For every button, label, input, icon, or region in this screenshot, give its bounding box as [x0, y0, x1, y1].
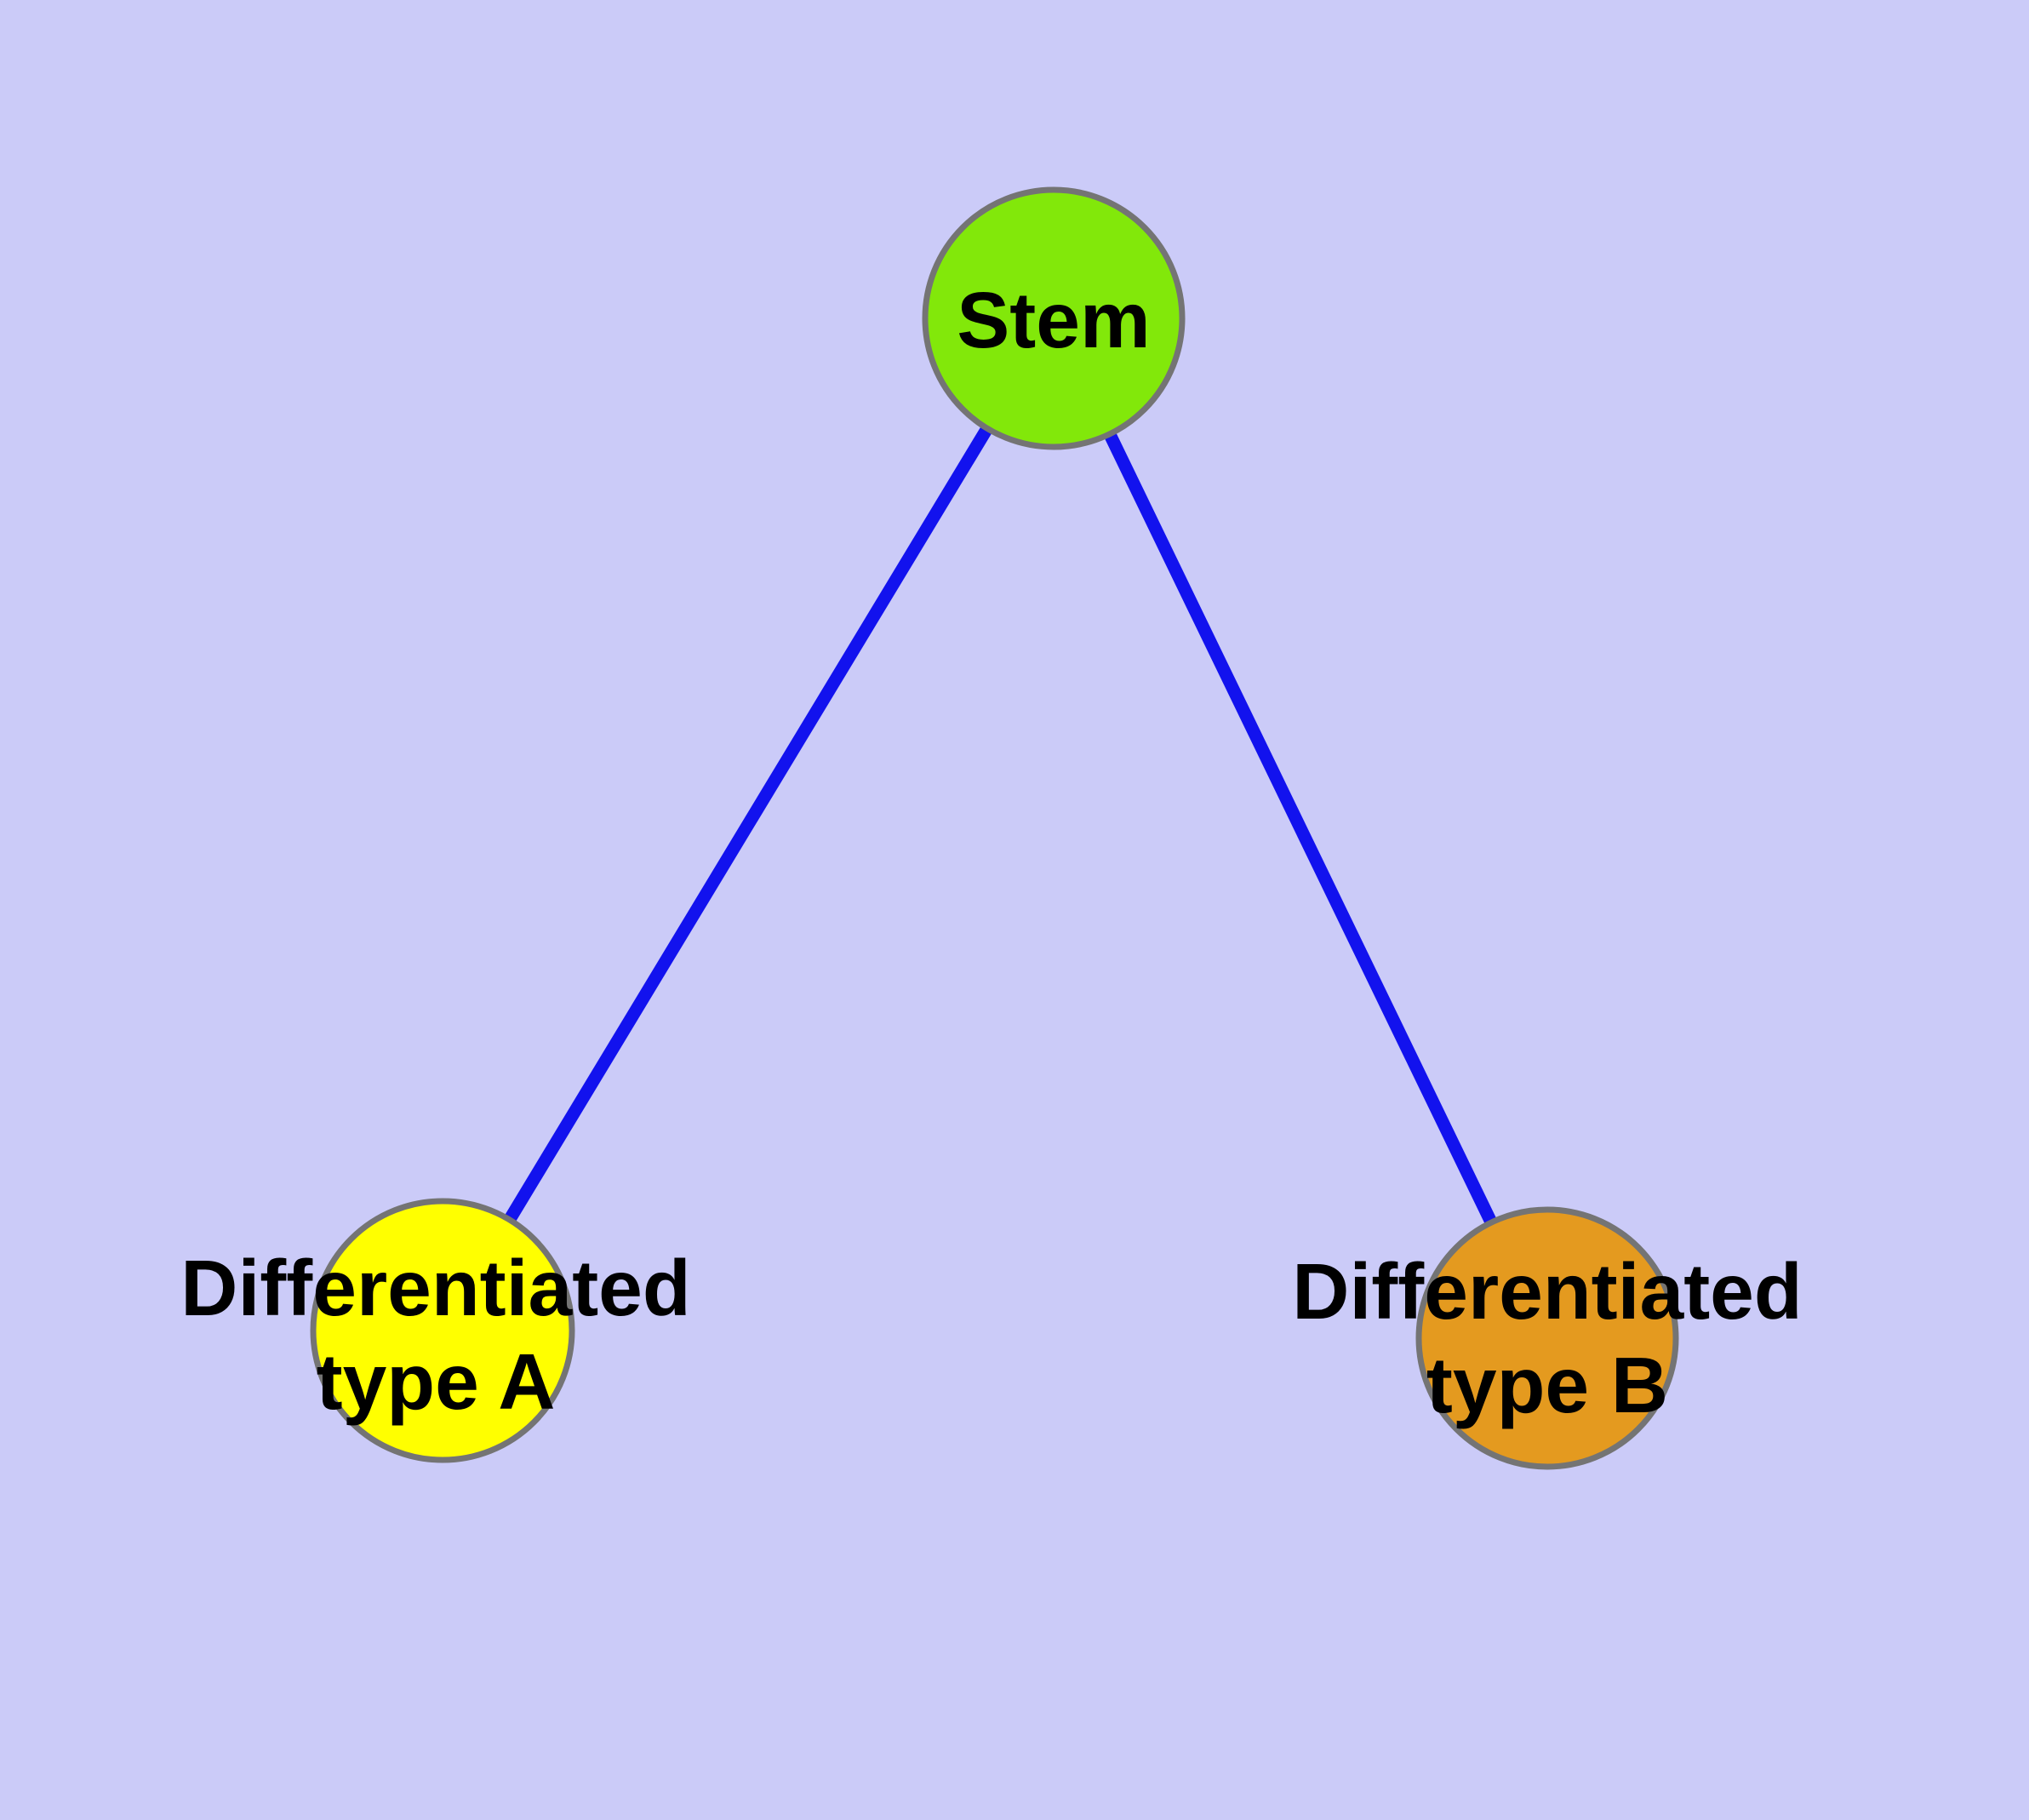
node-stem-label: Stem [957, 276, 1150, 364]
node-group [310, 186, 1679, 1470]
node-differentiated-type-a [310, 1198, 575, 1463]
node-type-b-label-line1: Differentiated [1292, 1247, 1802, 1336]
node-type-a-label-line2: type A [317, 1337, 556, 1426]
node-type-a-label-line1: Differentiated [180, 1244, 690, 1332]
node-type-a-label: Differentiated type A [180, 1244, 690, 1426]
edge-stem-to-type-a [437, 315, 1060, 1334]
label-group: Stem Differentiated type A Differentiate… [180, 276, 1802, 1429]
node-type-b-label-line2: type B [1426, 1341, 1668, 1429]
node-stem [922, 186, 1186, 450]
node-differentiated-type-b [1415, 1206, 1679, 1470]
node-type-b-label: Differentiated type B [1292, 1247, 1802, 1429]
edge-group [437, 315, 1553, 1342]
edge-stem-to-type-b [1048, 315, 1553, 1342]
